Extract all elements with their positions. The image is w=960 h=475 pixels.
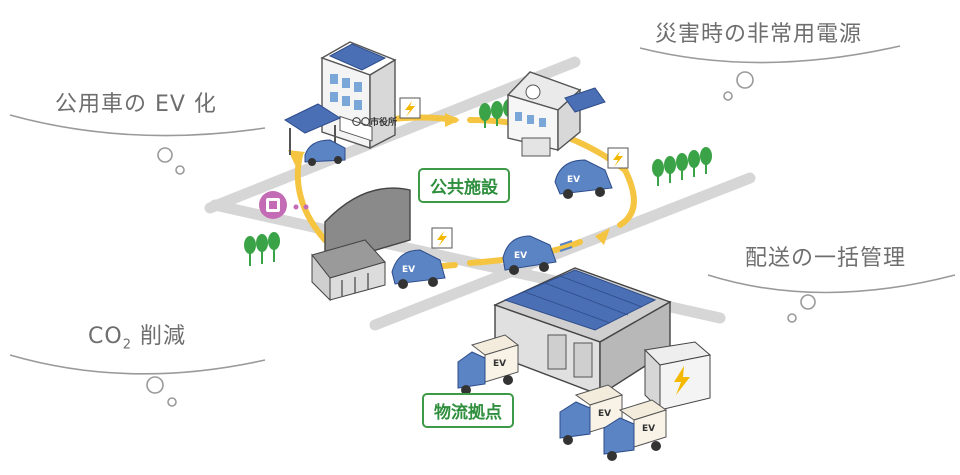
bubble-co2-reduction: CO2 削減 xyxy=(88,318,186,352)
tree-icon xyxy=(244,232,280,266)
emergency-exit-icon xyxy=(259,191,309,219)
ev-car-label: EV xyxy=(567,175,580,185)
co2-subscript: 2 xyxy=(122,337,132,353)
bubble-public-vehicle-ev: 公用車の EV 化 xyxy=(55,92,217,117)
ev-truck-label: EV xyxy=(642,424,655,434)
city-hall-building: 〇〇市役所 xyxy=(320,41,397,150)
lightning-bolt-icon xyxy=(674,366,690,395)
city-hall-sign: 〇〇市役所 xyxy=(352,116,397,128)
thought-bubble-icon xyxy=(9,354,266,407)
ev-car-label: EV xyxy=(402,265,415,275)
ev-truck-icon: EV xyxy=(457,334,520,395)
ev-car-icon: EV xyxy=(502,235,573,275)
ev-car-icon: EV xyxy=(391,249,446,289)
ev-car-label: EV xyxy=(514,251,527,261)
label-public-facilities: 公共施設 xyxy=(418,168,510,203)
thought-bubble-icon xyxy=(707,274,956,323)
gym-building xyxy=(311,187,411,302)
tree-icon xyxy=(652,147,712,186)
co2-suffix: 削減 xyxy=(131,324,186,349)
bubble-emergency-power: 災害時の非常用電源 xyxy=(655,22,863,47)
public-facility-building xyxy=(506,71,606,157)
lightning-bolt-icon xyxy=(607,147,629,169)
label-logistics-hub: 物流拠点 xyxy=(422,393,514,428)
ev-truck-label: EV xyxy=(598,409,611,419)
bubble-delivery-management: 配送の一括管理 xyxy=(745,246,907,271)
solar-panel-icon xyxy=(283,103,342,155)
charging-station xyxy=(643,341,712,412)
thought-bubble-icon xyxy=(9,114,266,175)
ev-truck-label: EV xyxy=(493,359,506,369)
ev-car-icon xyxy=(304,139,346,166)
ev-truck-icon: EV xyxy=(603,399,668,461)
lightning-bolt-icon xyxy=(399,97,421,119)
ev-car-icon: EV xyxy=(554,159,613,199)
co2-prefix: CO xyxy=(88,324,123,349)
lightning-bolt-icon xyxy=(431,227,453,249)
logistics-warehouse xyxy=(493,267,672,397)
thought-bubble-icon xyxy=(639,45,901,101)
